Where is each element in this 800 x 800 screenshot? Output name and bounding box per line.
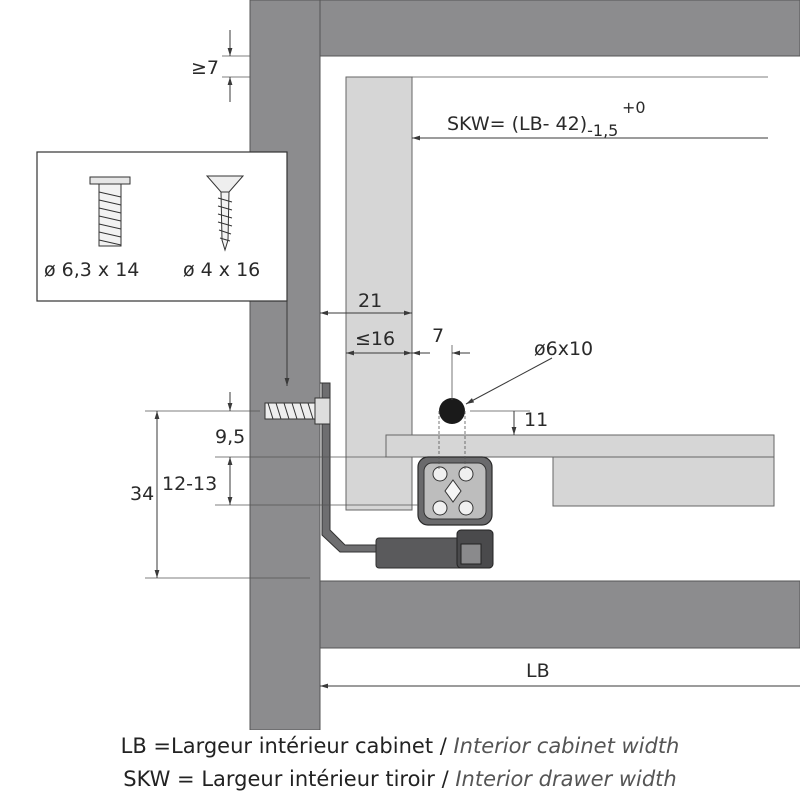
legend-lb-fr: LB =Largeur intérieur cabinet /	[120, 734, 454, 758]
dim-dowel: ø6x10	[534, 338, 593, 360]
euro-screw-icon	[89, 176, 131, 247]
dim-height-12-13: 12-13	[162, 473, 217, 495]
drawer-rear-block	[552, 456, 775, 507]
dim-height-11: 11	[524, 409, 548, 431]
dim-side-21: 21	[358, 290, 382, 312]
drawer-bottom-panel	[385, 434, 775, 458]
legend-skw: SKW = Largeur intérieur tiroir / Interio…	[0, 767, 800, 791]
slide-roller	[458, 500, 474, 516]
dim-side-16: ≤16	[355, 328, 395, 350]
drawer-slide-diagram: ø 6,3 x 14 ø 4 x 16 ≥7 SKW= (LB- 42)-1,5…	[36, 0, 800, 730]
dim-gap-7: 7	[432, 325, 444, 347]
screw-label-euro: ø 6,3 x 14	[44, 259, 139, 281]
dim-skw-formula: SKW= (LB- 42)-1,5	[447, 113, 618, 140]
dim-height-9-5: 9,5	[215, 426, 245, 448]
cabinet-side-panel	[249, 0, 321, 730]
dim-lb: LB	[526, 660, 550, 682]
dim-height-34: 34	[130, 483, 154, 505]
slide-roller	[458, 466, 474, 482]
dowel-pin	[439, 398, 465, 424]
legend-lb-en: Interior cabinet width	[453, 734, 680, 758]
mounting-screw	[264, 397, 331, 425]
cabinet-bottom-panel	[319, 580, 800, 649]
legend-skw-en: Interior drawer width	[455, 767, 677, 791]
wood-screw-icon	[205, 175, 245, 252]
dim-skw-tolerance-upper: +0	[622, 98, 646, 117]
screw-label-wood: ø 4 x 16	[183, 259, 260, 281]
slide-roller	[432, 466, 448, 482]
slide-roller	[432, 500, 448, 516]
legend-skw-fr: SKW = Largeur intérieur tiroir /	[123, 767, 456, 791]
screw-info-box	[36, 151, 288, 302]
legend-lb: LB =Largeur intérieur cabinet / Interior…	[0, 734, 800, 758]
cabinet-top-panel	[319, 0, 800, 57]
dim-top-gap: ≥7	[191, 57, 219, 79]
